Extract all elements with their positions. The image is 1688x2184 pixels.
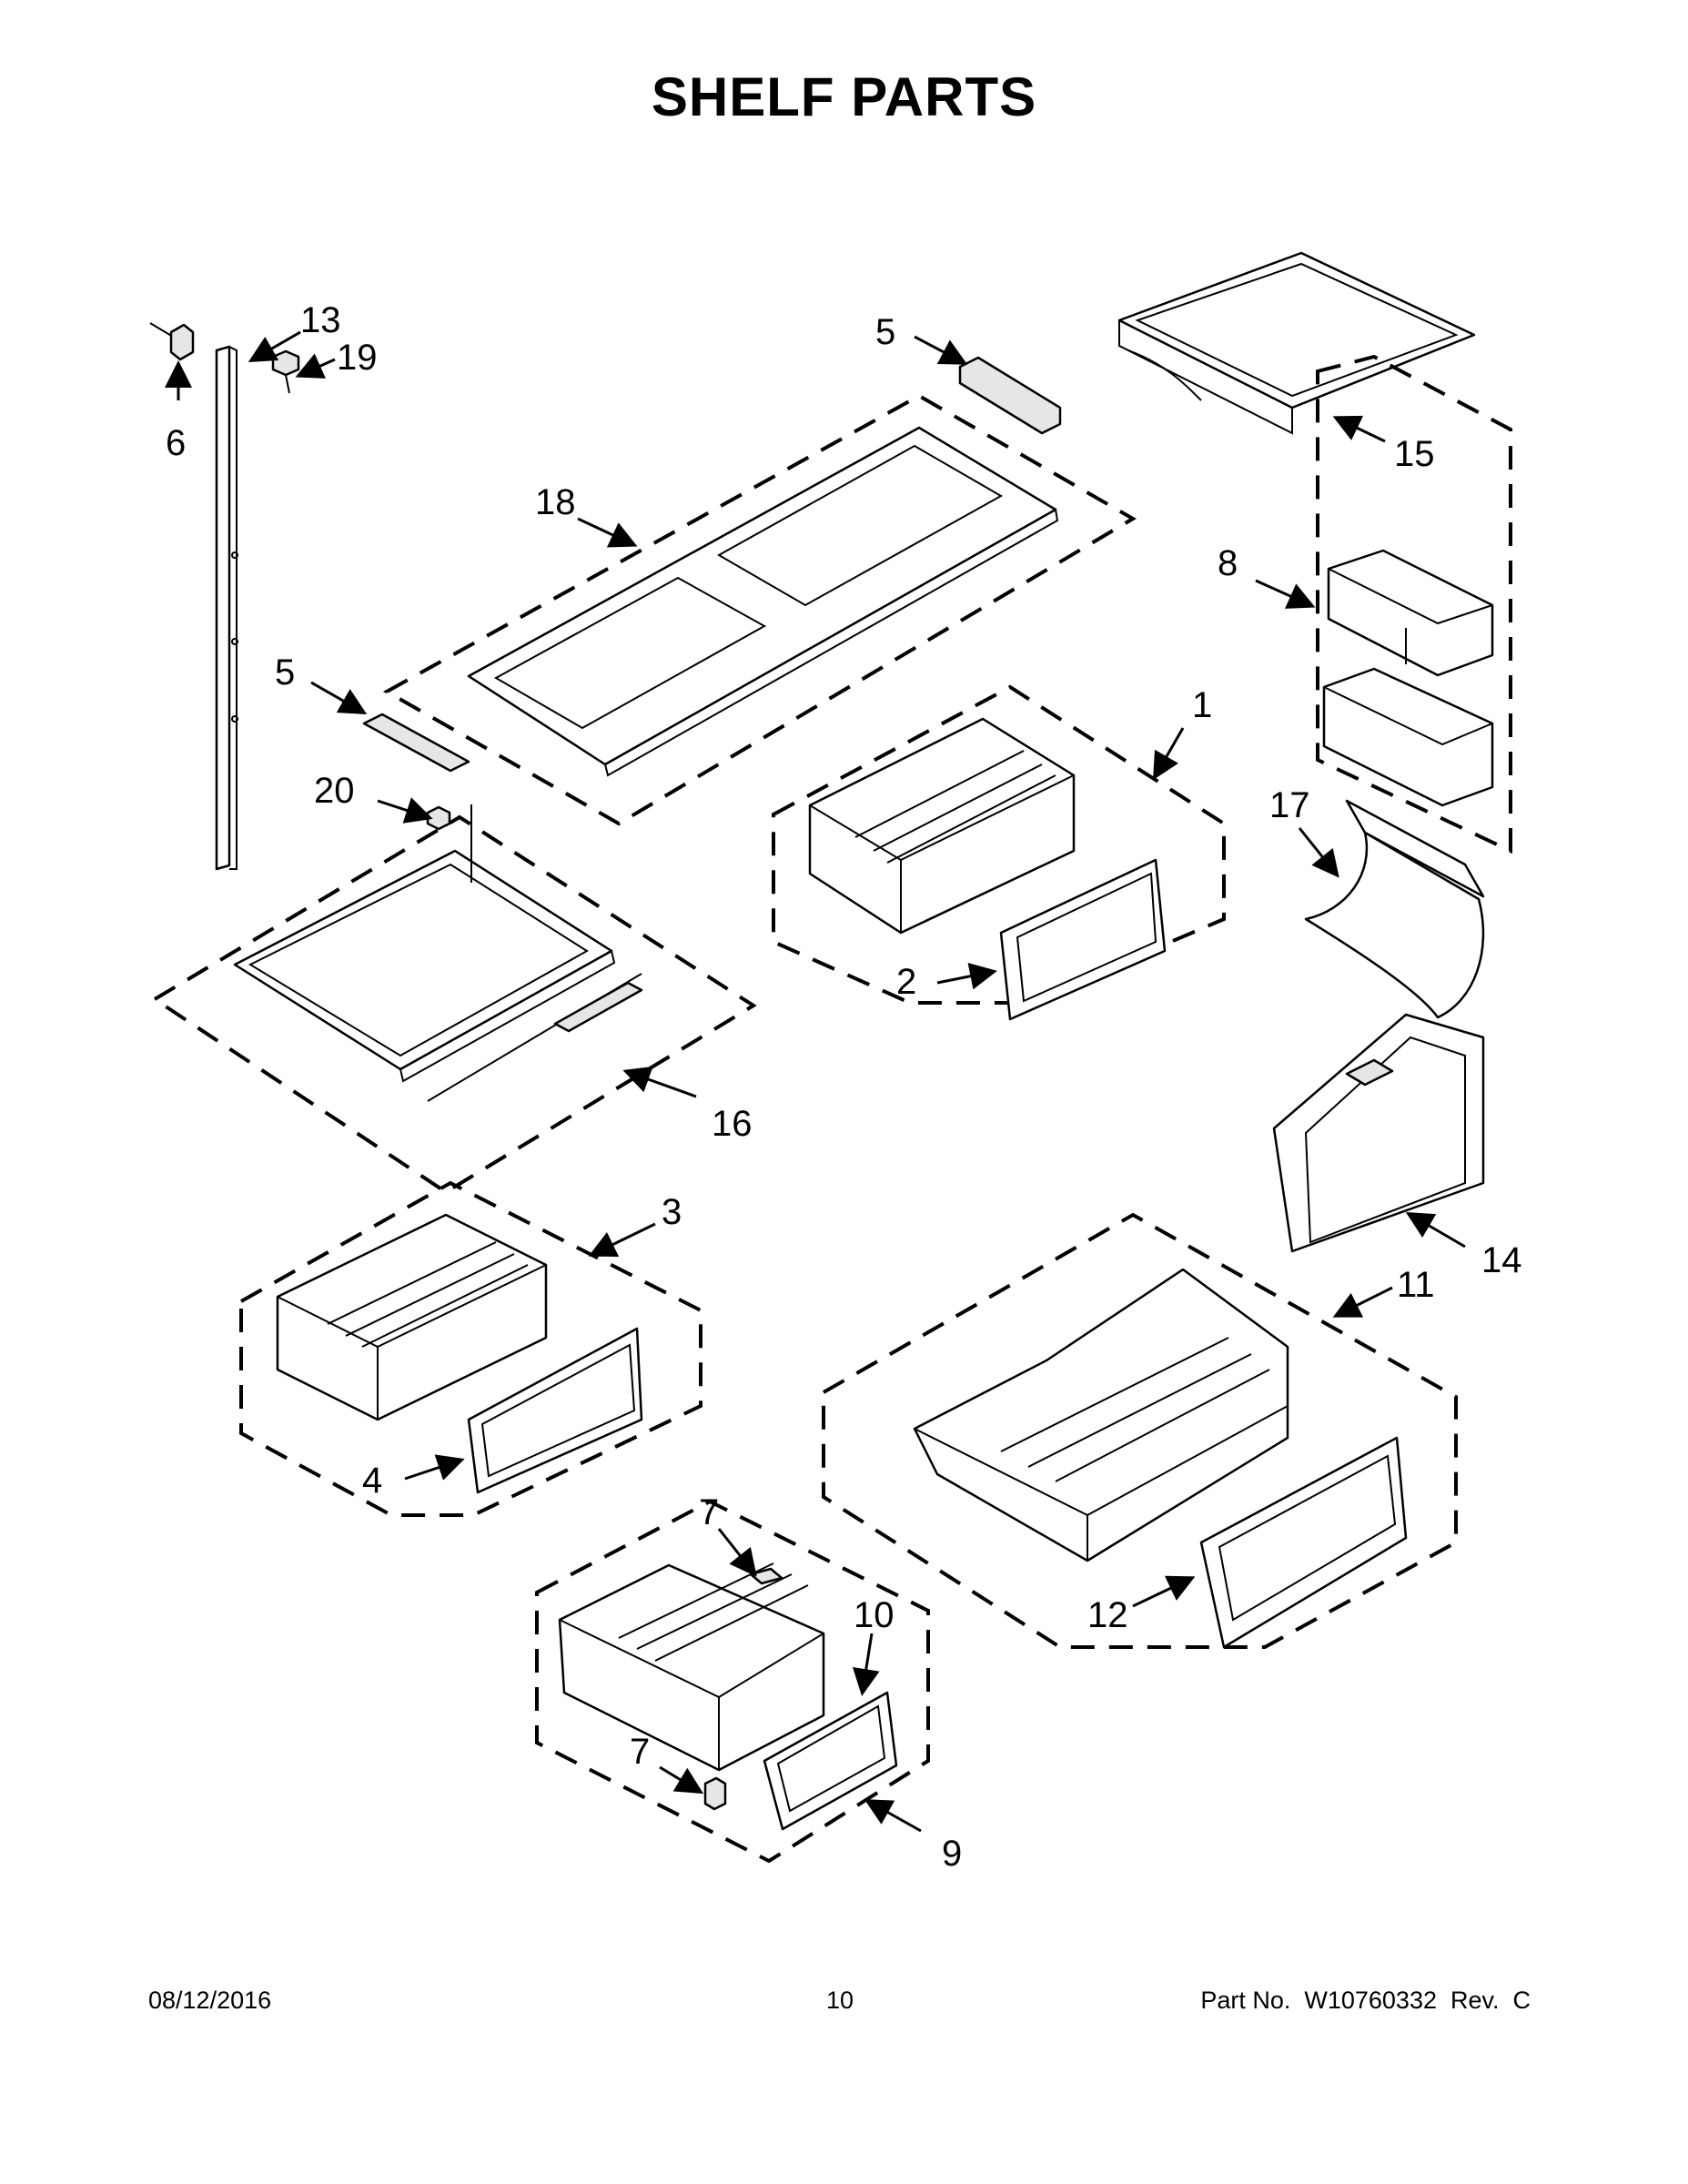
top-right-shelf-group — [1117, 251, 1476, 435]
callout-arrows — [165, 330, 1466, 1833]
small-drawer-group — [535, 1499, 930, 1864]
callout-4: 4 — [362, 1461, 382, 1501]
shelf-divider-part-left — [362, 713, 470, 773]
upper-drawer-front — [999, 858, 1167, 1021]
door-bin-group — [1316, 354, 1512, 854]
callout-5-top: 5 — [875, 312, 895, 352]
crisper-cover — [1345, 799, 1485, 898]
callout-3: 3 — [662, 1192, 682, 1232]
rail-screw-part — [271, 349, 300, 377]
page-title: SHELF PARTS — [651, 66, 1037, 127]
shelf-screw-part — [426, 805, 451, 831]
footer-page-number: 10 — [826, 1987, 854, 2014]
callout-15: 15 — [1394, 434, 1435, 474]
upper-shelf-group — [382, 356, 1137, 826]
callout-16: 16 — [712, 1104, 753, 1144]
small-drawer — [558, 1563, 825, 1772]
callout-9: 9 — [942, 1834, 962, 1874]
large-drawer-group — [822, 1212, 1458, 1649]
side-bin — [1272, 1013, 1485, 1253]
middle-left-drawer-group — [239, 1180, 702, 1517]
drawer-screw-upper — [749, 1567, 783, 1585]
callout-11: 11 — [1397, 1265, 1435, 1305]
upper-drawer-group — [772, 684, 1226, 1021]
callout-20: 20 — [314, 771, 355, 811]
crisper-cover-group — [1304, 799, 1485, 1019]
lower-left-shelf-group — [151, 713, 757, 1195]
callout-14: 14 — [1481, 1240, 1522, 1280]
callout-19: 19 — [337, 338, 378, 378]
callout-10: 10 — [854, 1595, 895, 1635]
large-drawer-front — [1199, 1436, 1408, 1649]
callout-17: 17 — [1269, 785, 1310, 825]
callout-labels: 13 19 6 5 15 18 8 5 1 20 17 2 16 3 14 11… — [166, 300, 1522, 1874]
middle-left-drawer-front — [467, 1327, 643, 1494]
lower-left-shelf-glass — [233, 849, 613, 1071]
callout-1: 1 — [1192, 685, 1212, 725]
rail-clip-part — [169, 323, 195, 361]
callout-13: 13 — [300, 300, 341, 340]
large-drawer — [913, 1268, 1289, 1562]
callout-8: 8 — [1218, 543, 1238, 583]
small-drawer-front — [763, 1691, 898, 1831]
door-bin-lid — [1327, 549, 1494, 677]
shelf-divider-part-top — [958, 356, 1062, 435]
shelf-rail-group — [149, 322, 300, 871]
callout-12: 12 — [1087, 1595, 1128, 1635]
callout-2: 2 — [896, 962, 916, 1002]
callout-18: 18 — [535, 482, 576, 522]
callout-5-left: 5 — [275, 652, 295, 693]
drawer-screw-lower — [703, 1776, 727, 1811]
footer-date: 08/12/2016 — [148, 1987, 272, 2014]
callout-6: 6 — [166, 423, 186, 463]
callout-7-bottom: 7 — [630, 1732, 650, 1772]
side-bin-group — [1272, 1013, 1485, 1253]
shelf-bracket-part — [553, 981, 643, 1033]
footer-part-number: Part No. W10760332 Rev. C — [1200, 1987, 1531, 2014]
middle-left-drawer — [276, 1213, 548, 1421]
upper-drawer — [808, 717, 1076, 935]
shelf-rail-part — [215, 345, 231, 871]
door-bin — [1322, 667, 1494, 807]
callout-7-top: 7 — [699, 1492, 719, 1532]
top-right-shelf — [1117, 251, 1476, 410]
